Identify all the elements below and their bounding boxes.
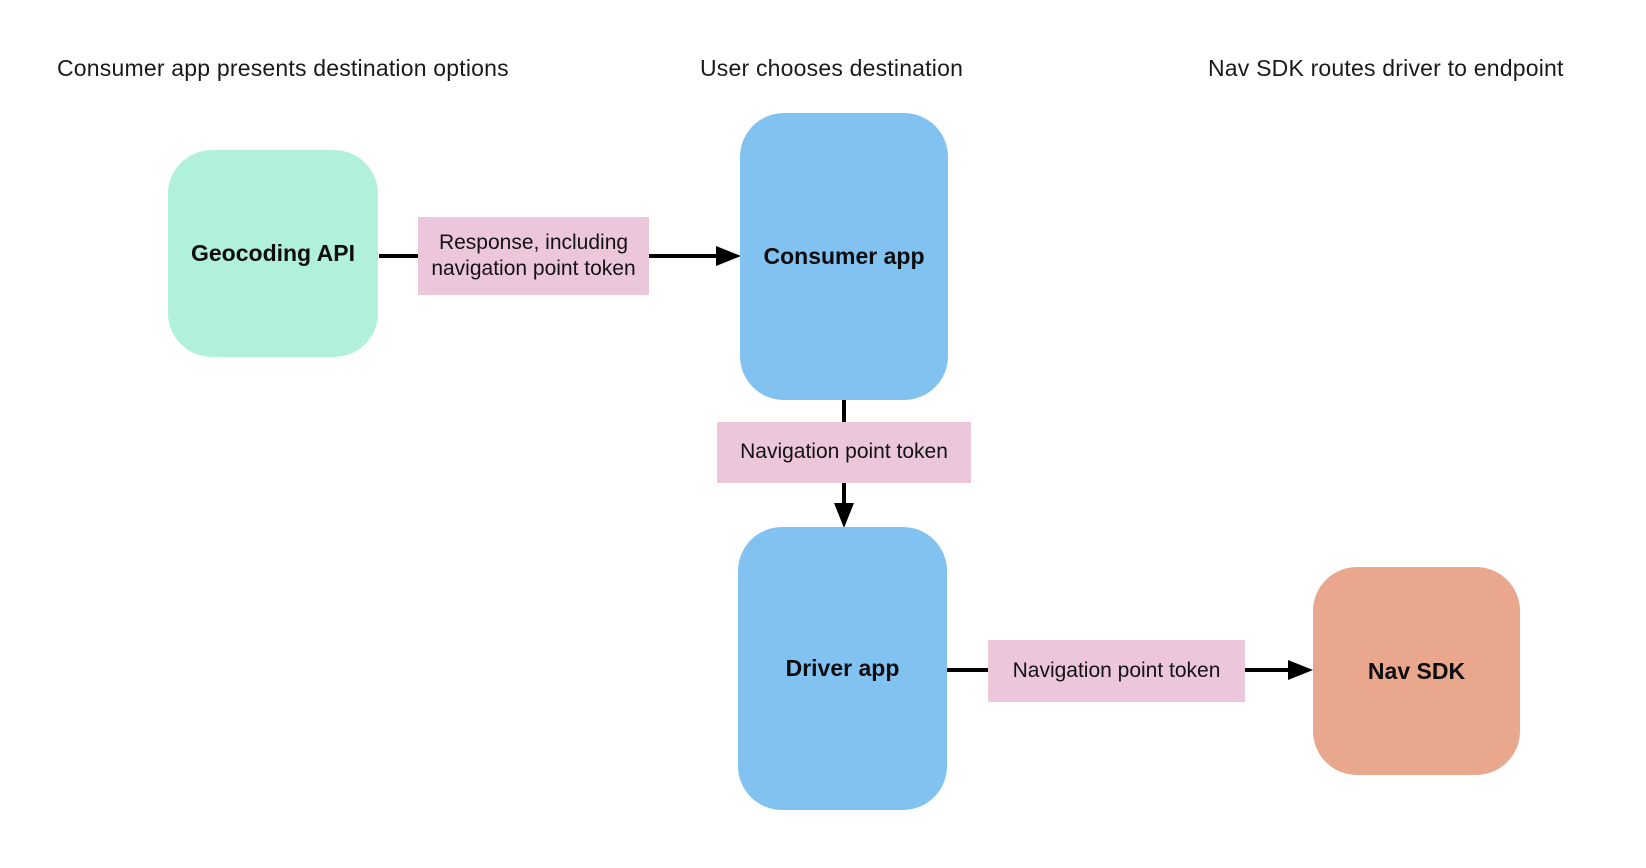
node-geocoding-api-label: Geocoding API <box>191 240 355 266</box>
node-consumer-app-label: Consumer app <box>763 243 925 269</box>
node-consumer-app: Consumer app <box>740 113 948 400</box>
stage-caption-present-options: Consumer app presents destination option… <box>57 55 509 81</box>
node-nav-sdk-label: Nav SDK <box>1367 657 1466 684</box>
edge-label-response-token: Response, including navigation point tok… <box>418 217 649 295</box>
node-driver-app-label: Driver app <box>785 655 900 681</box>
node-driver-app: Driver app <box>738 527 947 810</box>
edge-label-token-consumer-driver: Navigation point token <box>717 422 971 483</box>
node-nav-sdk: Nav SDK <box>1313 567 1520 775</box>
stage-caption-route-driver: Nav SDK routes driver to endpoint <box>1208 55 1564 81</box>
node-geocoding-api: Geocoding API <box>168 150 378 357</box>
stage-caption-choose-destination: User chooses destination <box>700 55 964 81</box>
edge-label-token-driver-navsdk: Navigation point token <box>988 640 1245 702</box>
